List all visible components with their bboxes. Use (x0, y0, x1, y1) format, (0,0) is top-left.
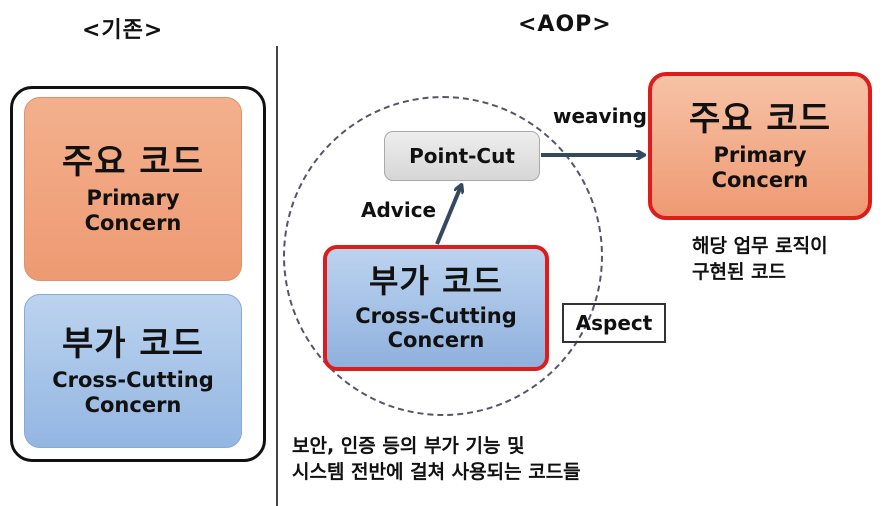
advice-label: Advice (361, 198, 437, 222)
primary-description: 해당 업무 로직이 구현된 코드 (692, 234, 828, 285)
cross-description-line1: 보안, 인증 등의 부가 기능 및 (292, 435, 525, 457)
primary-description-line2: 구현된 코드 (692, 260, 787, 283)
aop-cross-code-label: 부가 코드 (369, 262, 503, 301)
primary-english-line2: Concern (84, 210, 182, 235)
cross-english-line2: Concern (84, 392, 182, 417)
primary-code-label: 주요 코드 (62, 142, 204, 183)
pointcut-label: Point-Cut (409, 143, 515, 168)
primary-english-line1: Primary (86, 186, 180, 211)
advice-arrow (435, 186, 461, 245)
aop-primary-english-line2: Concern (711, 167, 809, 192)
existing-primary-concern-box: 주요 코드 Primary Concern (24, 97, 242, 281)
aop-cross-english-line1: Cross-Cutting (355, 304, 517, 329)
aop-primary-english-line1: Primary (713, 143, 807, 168)
aop-cross-cutting-box: 부가 코드 Cross-Cutting Concern (323, 245, 549, 371)
existing-cross-cutting-box: 부가 코드 Cross-Cutting Concern (24, 294, 242, 448)
aspect-label: Aspect (575, 311, 653, 335)
weaving-label: weaving (553, 104, 647, 128)
cross-code-label: 부가 코드 (62, 324, 204, 365)
cross-english-line1: Cross-Cutting (52, 368, 214, 393)
aspect-boundary-circle (283, 96, 603, 416)
pointcut-box: Point-Cut (384, 131, 540, 181)
aspect-label-box: Aspect (562, 303, 666, 343)
existing-heading: <기존> (82, 18, 164, 43)
existing-container (10, 86, 266, 462)
cross-description: 보안, 인증 등의 부가 기능 및 시스템 전반에 걸쳐 사용되는 코드들 (292, 434, 581, 485)
aop-cross-english-line2: Concern (387, 328, 485, 353)
aop-primary-code-label: 주요 코드 (689, 99, 831, 140)
aop-primary-concern-box: 주요 코드 Primary Concern (648, 72, 872, 220)
cross-description-line2: 시스템 전반에 걸쳐 사용되는 코드들 (292, 460, 581, 483)
aop-heading: <AOP> (518, 12, 612, 37)
section-divider (276, 46, 278, 506)
primary-description-line1: 해당 업무 로직이 (692, 235, 828, 257)
